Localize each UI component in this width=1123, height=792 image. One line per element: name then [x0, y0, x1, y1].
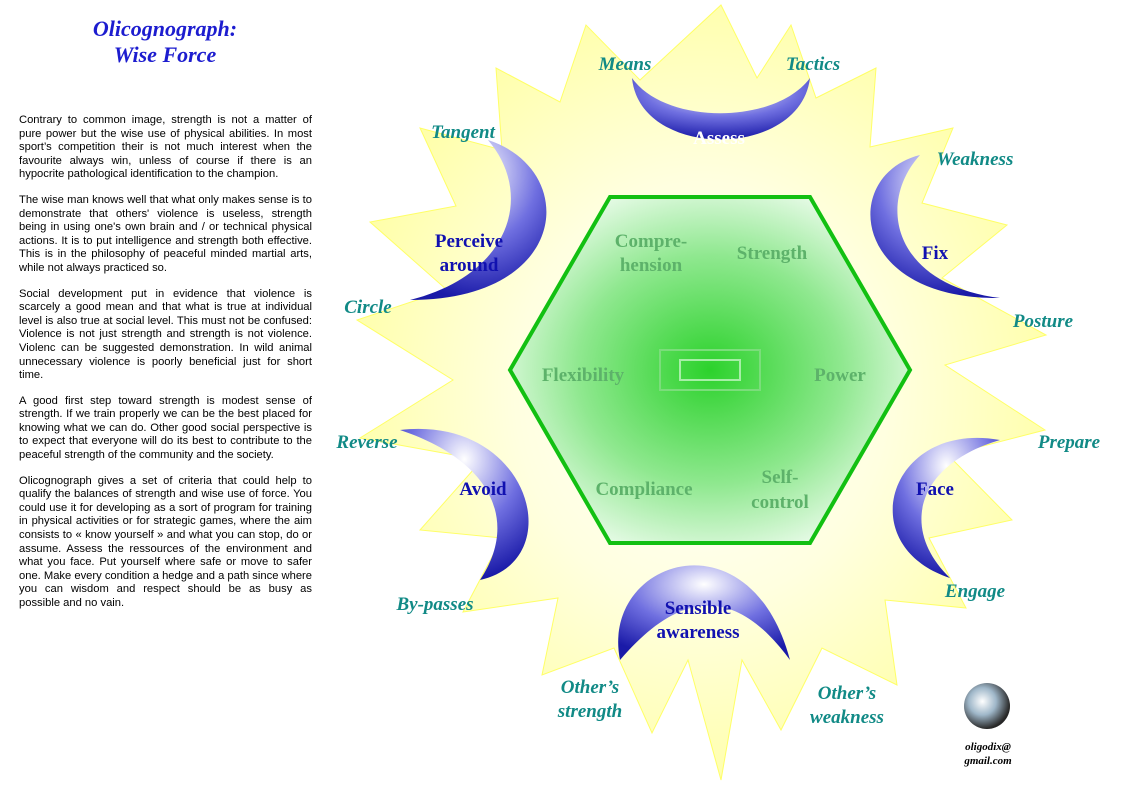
- label-posture: Posture: [1012, 311, 1074, 332]
- label-sensible-2: awareness: [656, 622, 739, 643]
- paragraph: The wise man knows well that what only m…: [19, 193, 312, 274]
- label-flexibility: Flexibility: [542, 365, 625, 386]
- description-text: Contrary to common image, strength is no…: [19, 114, 312, 623]
- logo-icon: [964, 683, 1010, 729]
- title-line-2: Wise Force: [113, 42, 217, 67]
- label-face: Face: [916, 479, 954, 500]
- label-self-control-1: Self-: [762, 467, 799, 488]
- label-others-weakness-1: Other’s: [818, 683, 876, 704]
- crescent-lower-left: [400, 428, 529, 580]
- label-prepare: Prepare: [1037, 432, 1101, 453]
- label-avoid: Avoid: [459, 479, 507, 500]
- contact-line-1: oligodix@: [965, 741, 1011, 753]
- label-others-strength-2: strength: [557, 701, 622, 722]
- label-others-strength-1: Other’s: [561, 677, 619, 698]
- paragraph: Social development put in evidence that …: [19, 287, 312, 382]
- label-comprehension-1: Compre-: [615, 231, 687, 252]
- crescent-upper-right: [870, 155, 1000, 299]
- paragraph: Olicognograph gives a set of criteria th…: [19, 474, 312, 609]
- label-by-passes: By-passes: [395, 594, 473, 615]
- label-perceive-1: Perceive: [435, 231, 503, 252]
- label-weakness: Weakness: [937, 149, 1014, 170]
- central-hexagon: [507, 195, 913, 545]
- label-power: Power: [814, 365, 866, 386]
- label-tangent: Tangent: [431, 122, 495, 143]
- crescent-upper-left: [410, 140, 547, 300]
- label-others-weakness-2: weakness: [810, 707, 884, 728]
- title-line-1: Olicognograph:: [92, 16, 238, 41]
- label-tactics: Tactics: [786, 54, 840, 75]
- label-perceive-2: around: [440, 255, 499, 276]
- paragraph: A good first step toward strength is mod…: [19, 394, 312, 462]
- paragraph: Contrary to common image, strength is no…: [19, 114, 312, 181]
- label-engage: Engage: [944, 581, 1006, 602]
- label-comprehension-2: hension: [620, 255, 683, 276]
- hexagon-core: [659, 349, 761, 391]
- contact-line-2: gmail.com: [964, 755, 1012, 767]
- label-circle: Circle: [344, 297, 392, 318]
- page-title: Olicognograph: Wise Force: [40, 16, 290, 68]
- hexagon-core-inner: [679, 359, 741, 381]
- label-self-control-2: control: [751, 492, 809, 513]
- label-sensible-1: Sensible: [665, 598, 732, 619]
- label-means: Means: [598, 54, 652, 75]
- label-fix: Fix: [922, 243, 949, 264]
- label-reverse: Reverse: [335, 432, 398, 453]
- label-compliance: Compliance: [595, 479, 692, 500]
- crescent-top: [632, 78, 810, 140]
- label-assess: Assess: [693, 128, 745, 149]
- contact-email: oligodix@ gmail.com: [940, 740, 1036, 768]
- label-strength: Strength: [737, 243, 808, 264]
- crescent-bottom: [618, 565, 790, 660]
- crescent-lower-right: [892, 437, 1000, 578]
